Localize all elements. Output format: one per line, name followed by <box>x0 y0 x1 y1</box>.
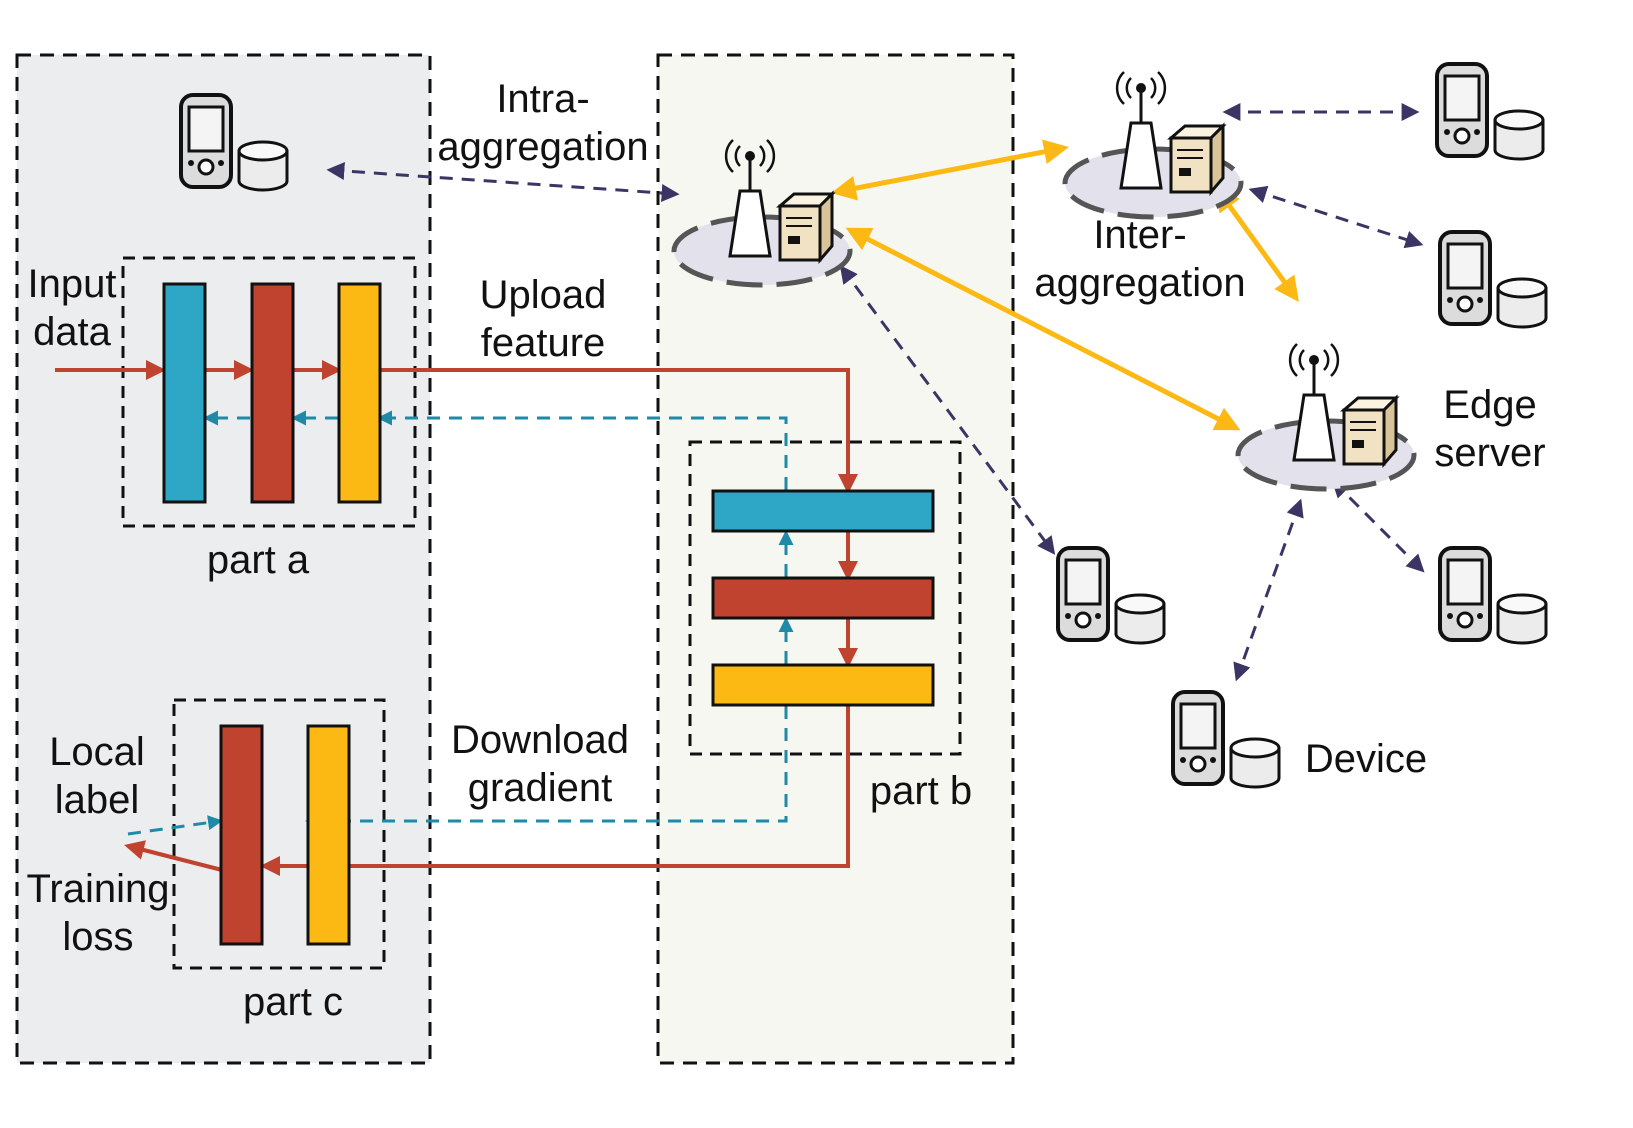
device-icon <box>1438 546 1548 645</box>
download-gradient-label-line2: gradient <box>468 766 613 810</box>
part-c-layer-1 <box>219 724 264 946</box>
base-station-icon <box>1065 72 1241 217</box>
inter-aggregation-label-line2: aggregation <box>1034 261 1245 305</box>
training-loss-label-line1: Training <box>26 867 169 911</box>
device-label: Device <box>1305 737 1427 781</box>
input-data-label-line1: Input <box>28 262 117 306</box>
download-gradient-label-line1: Download <box>451 718 629 762</box>
base-station-icon <box>1238 344 1414 489</box>
local-label-line1: Local <box>49 730 145 774</box>
part-b-box <box>688 440 962 756</box>
part-b-layer-2 <box>711 576 935 620</box>
part-a-layer-3 <box>337 282 382 504</box>
local-label-line2: label <box>55 778 140 822</box>
input-data-label-line2: data <box>33 310 112 354</box>
device-icon <box>1438 230 1548 329</box>
part-c-label: part c <box>243 980 343 1024</box>
intra-aggregation-label-line2: aggregation <box>437 125 648 169</box>
part-a-box <box>121 256 417 528</box>
part-b-layer-3 <box>711 663 935 707</box>
part-c-box <box>172 698 386 970</box>
upload-feature-label-line2: feature <box>481 321 606 365</box>
edge-server-label-line1: Edge <box>1443 383 1536 427</box>
part-b-layer-1 <box>711 489 935 533</box>
intra-aggregation-label-line1: Intra- <box>496 77 589 121</box>
part-c-layer-2 <box>306 724 351 946</box>
device-icon <box>1056 546 1166 645</box>
training-loss-label-line2: loss <box>62 915 133 959</box>
part-a-label: part a <box>207 538 310 582</box>
device-icon <box>1171 690 1281 789</box>
aggregation-links <box>831 139 1299 431</box>
inter-aggregation-label-line1: Inter- <box>1093 213 1186 257</box>
upload-feature-label-line1: Upload <box>480 273 607 317</box>
device-icon <box>1435 62 1545 161</box>
edge-server-label-line2: server <box>1434 431 1545 475</box>
part-a-layer-1 <box>162 282 207 504</box>
part-b-label: part b <box>870 769 972 813</box>
part-a-layer-2 <box>250 282 295 504</box>
